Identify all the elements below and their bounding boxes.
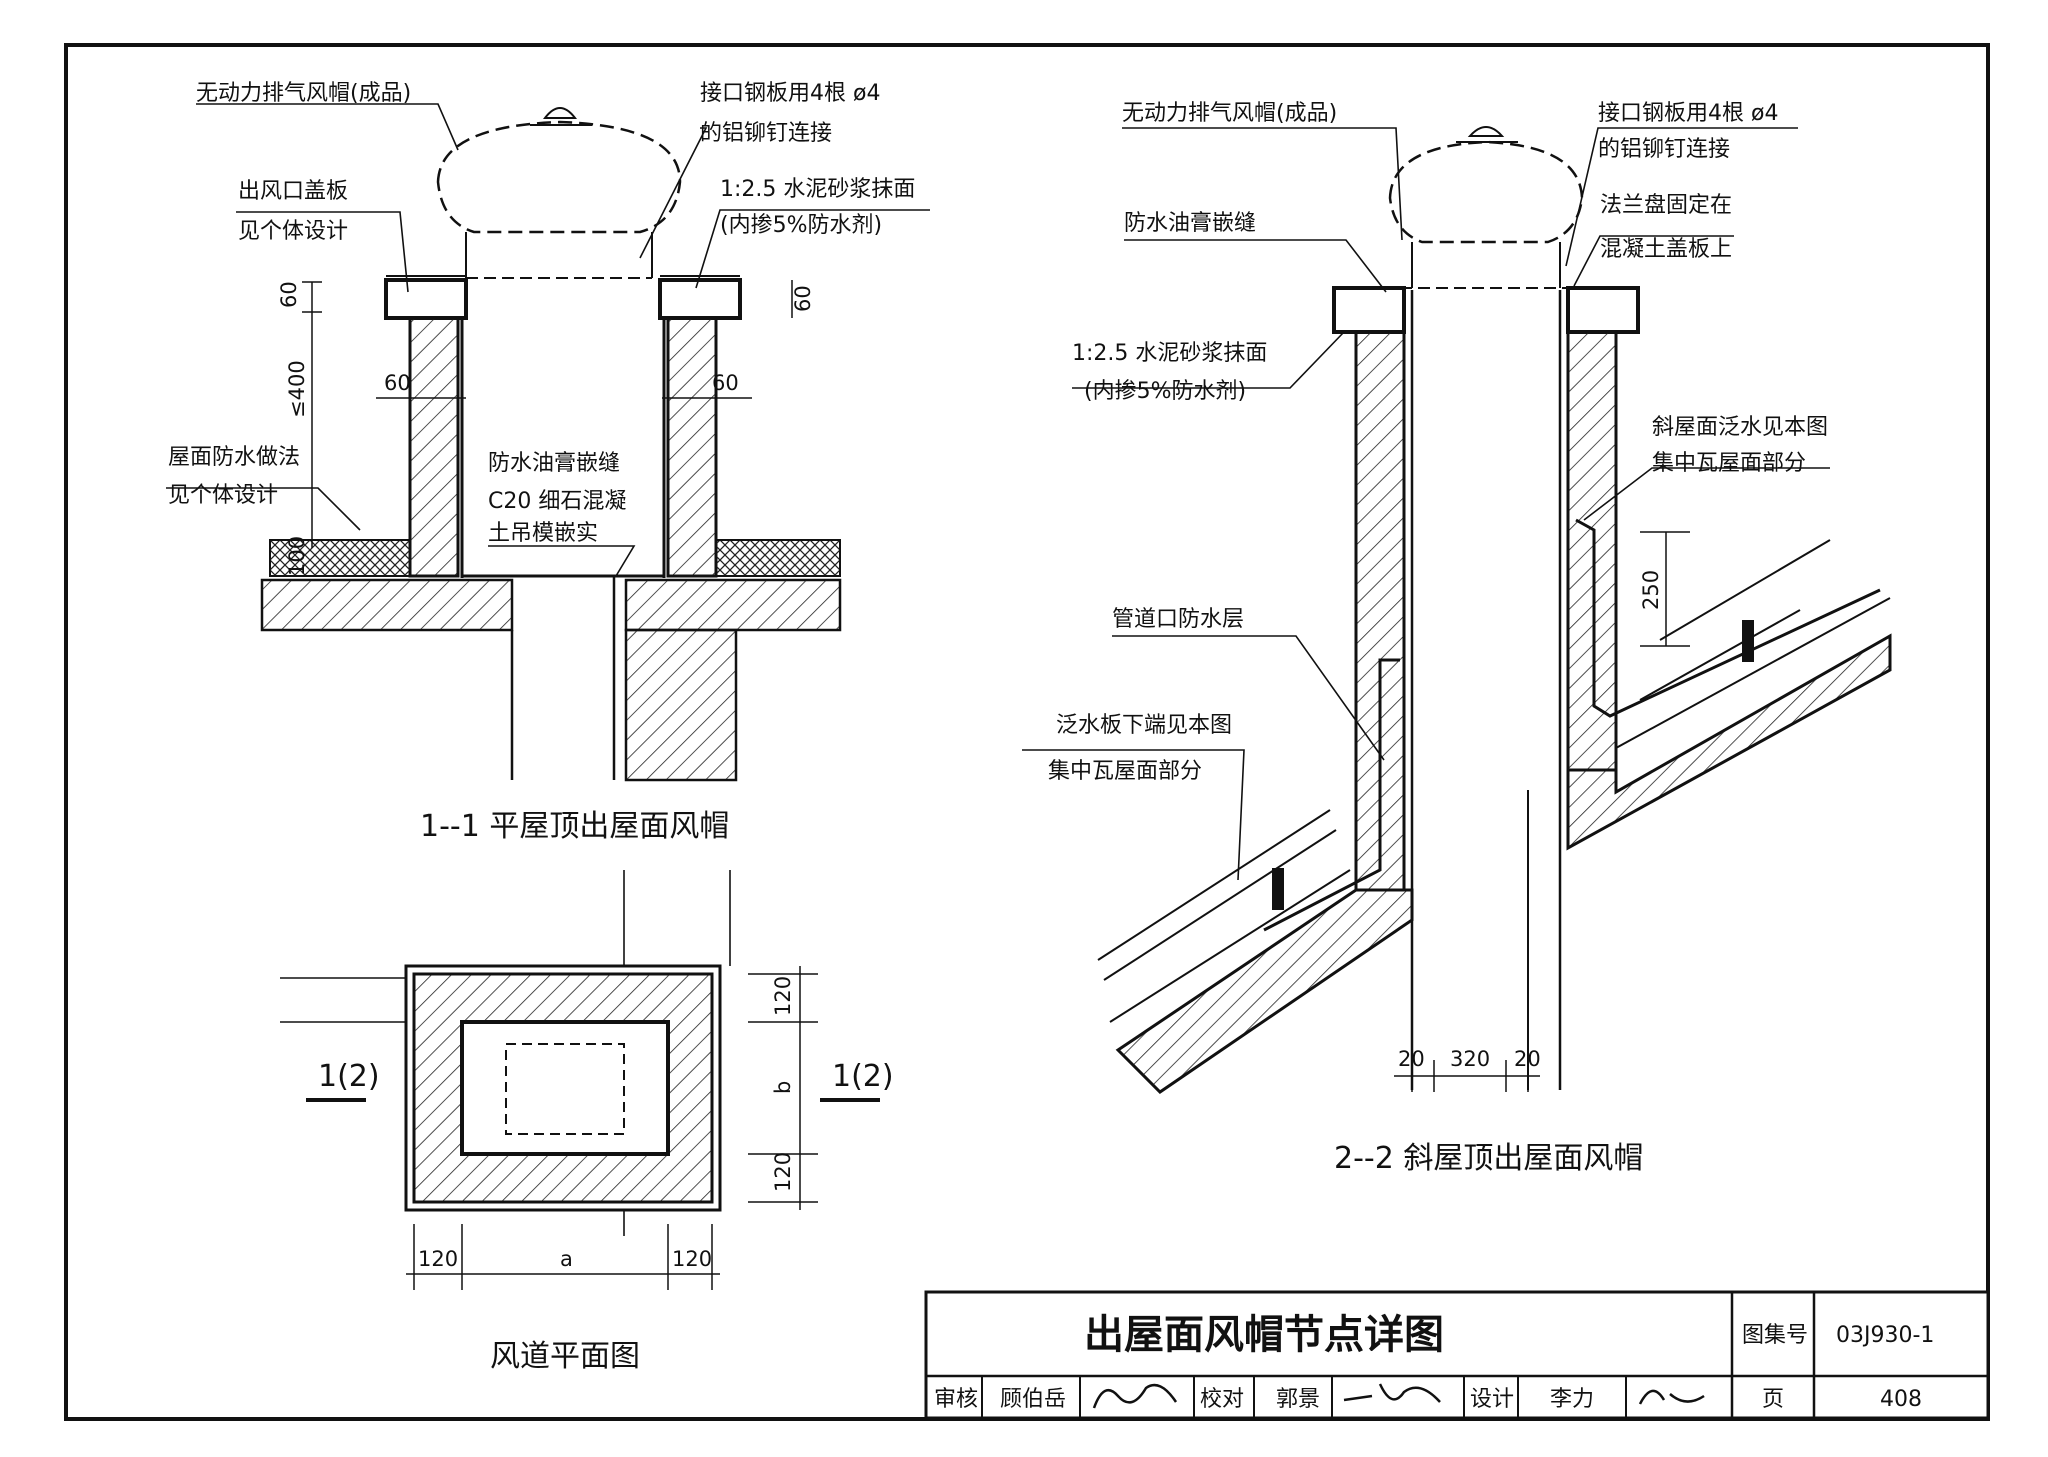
design-label: 设计	[1470, 1387, 1514, 1412]
s1-dim-60-top-left: 60	[277, 281, 301, 308]
s2-dim-250: 250	[1639, 570, 1663, 610]
s2-label-rivet-1: 接口钢板用4根 ø4	[1598, 101, 1778, 126]
ventilator-cap	[436, 120, 682, 234]
s1-label-cover-2: 见个体设计	[238, 219, 348, 244]
s1-label-concrete-2: 土吊模嵌实	[488, 521, 598, 546]
s1-label-mortar-1: 1:2.5 水泥砂浆抹面	[720, 177, 915, 202]
pitched-roof-right	[1566, 633, 1892, 851]
s2-dim-20-right: 20	[1514, 1047, 1541, 1071]
s1-label-roof-wp-2: 见个体设计	[168, 483, 278, 508]
s1-dim-100: 100	[285, 536, 309, 576]
s2-label-flashing-left-1: 泛水板下端见本图	[1056, 713, 1232, 738]
plan-dim-b: b	[771, 1081, 795, 1094]
pitched-roof-left	[1115, 888, 1414, 1094]
review-label: 审核	[934, 1387, 978, 1412]
duct-plan: 1(2) 1(2) 120 b 120 120 a 120 风道平面图	[280, 870, 894, 1374]
s2-label-flange-2: 混凝土盖板上	[1600, 237, 1732, 262]
plan-opening	[460, 1020, 670, 1156]
s2-label-flashing-right-1: 斜屋面泛水见本图	[1652, 415, 1828, 440]
reviewer-signature	[1092, 1383, 1178, 1409]
s1-label-roof-wp-1: 屋面防水做法	[168, 445, 300, 470]
roof-insulation-left	[269, 539, 411, 577]
plan-dim-120-top: 120	[771, 976, 795, 1016]
s1-label-sealant: 防水油膏嵌缝	[488, 451, 620, 476]
s1-label-cap: 无动力排气风帽(成品)	[196, 81, 411, 106]
s2-label-rivet-2: 的铝铆钉连接	[1598, 137, 1730, 162]
s2-label-flashing-right-2: 集中瓦屋面部分	[1652, 451, 1806, 476]
plan-caption: 风道平面图	[490, 1339, 640, 1374]
page-label: 页	[1762, 1387, 1784, 1412]
s2-dim-320: 320	[1450, 1047, 1490, 1071]
s1-dim-400: ≤400	[285, 360, 309, 418]
s2-label-flange-1: 法兰盘固定在	[1600, 193, 1732, 218]
title-main: 出屋面风帽节点详图	[1084, 1312, 1444, 1358]
designer-signature	[1638, 1389, 1705, 1405]
s1-dim-60-wall-left: 60	[384, 371, 411, 395]
checker-signature	[1343, 1383, 1441, 1403]
plan-dim-120-left: 120	[418, 1247, 458, 1271]
designer-name: 李力	[1550, 1387, 1594, 1412]
section-1-flat-roof: 无动力排气风帽(成品) 接口钢板用4根 ø4 的铝铆钉连接 出风口盖板 见个体设…	[166, 81, 930, 844]
plan-dim-a: a	[560, 1247, 573, 1271]
section-2-pitched-roof: 无动力排气风帽(成品) 接口钢板用4根 ø4 的铝铆钉连接 法兰盘固定在 混凝土…	[1022, 101, 1892, 1176]
s2-caption: 2--2 斜屋顶出屋面风帽	[1334, 1141, 1643, 1176]
plan-dim-120-right: 120	[672, 1247, 712, 1271]
s1-dim-60-top-right: 60	[791, 285, 815, 312]
title-block: 出屋面风帽节点详图 图集号 03J930-1 审核 顾伯岳 校对 郭景 设计 李…	[924, 1290, 1990, 1420]
atlas-label: 图集号	[1742, 1323, 1808, 1348]
s2-label-mortar-1: 1:2.5 水泥砂浆抹面	[1072, 341, 1267, 366]
s1-label-rivet-2: 的铝铆钉连接	[700, 121, 832, 146]
s1-caption: 1--1 平屋顶出屋面风帽	[420, 809, 729, 844]
s2-label-pipe-wp: 管道口防水层	[1112, 607, 1244, 632]
s2-label-sealant: 防水油膏嵌缝	[1124, 211, 1256, 236]
check-label: 校对	[1200, 1387, 1244, 1412]
s2-label-flashing-left-2: 集中瓦屋面部分	[1048, 759, 1202, 784]
outlet-cover-right	[658, 278, 742, 320]
plan-dim-120-bottom: 120	[771, 1152, 795, 1192]
roof-insulation-right	[715, 539, 841, 577]
s1-label-mortar-2: (内掺5%防水剂)	[720, 213, 882, 238]
page-number: 408	[1880, 1387, 1922, 1412]
s1-label-concrete-1: C20 细石混凝	[488, 489, 626, 514]
roof-slab	[260, 578, 514, 632]
checker-name: 郭景	[1276, 1387, 1320, 1412]
s2-label-mortar-2: (内掺5%防水剂)	[1084, 379, 1246, 404]
s2-dim-20-left: 20	[1398, 1047, 1425, 1071]
s1-label-rivet-1: 接口钢板用4根 ø4	[700, 81, 880, 106]
outlet-cover-left	[384, 278, 468, 320]
shaft-wall-right	[666, 316, 718, 578]
s1-label-cover-1: 出风口盖板	[238, 179, 348, 204]
atlas-number: 03J930-1	[1836, 1323, 1934, 1348]
s1-dim-60-wall-right: 60	[712, 371, 739, 395]
reviewer-name: 顾伯岳	[1000, 1387, 1066, 1412]
shaft-wall-left	[408, 316, 460, 578]
plan-section-mark-right: 1(2)	[832, 1059, 894, 1094]
plan-section-mark-left: 1(2)	[318, 1059, 380, 1094]
s2-label-cap: 无动力排气风帽(成品)	[1122, 101, 1337, 126]
ventilator-cap-2	[1388, 140, 1584, 244]
